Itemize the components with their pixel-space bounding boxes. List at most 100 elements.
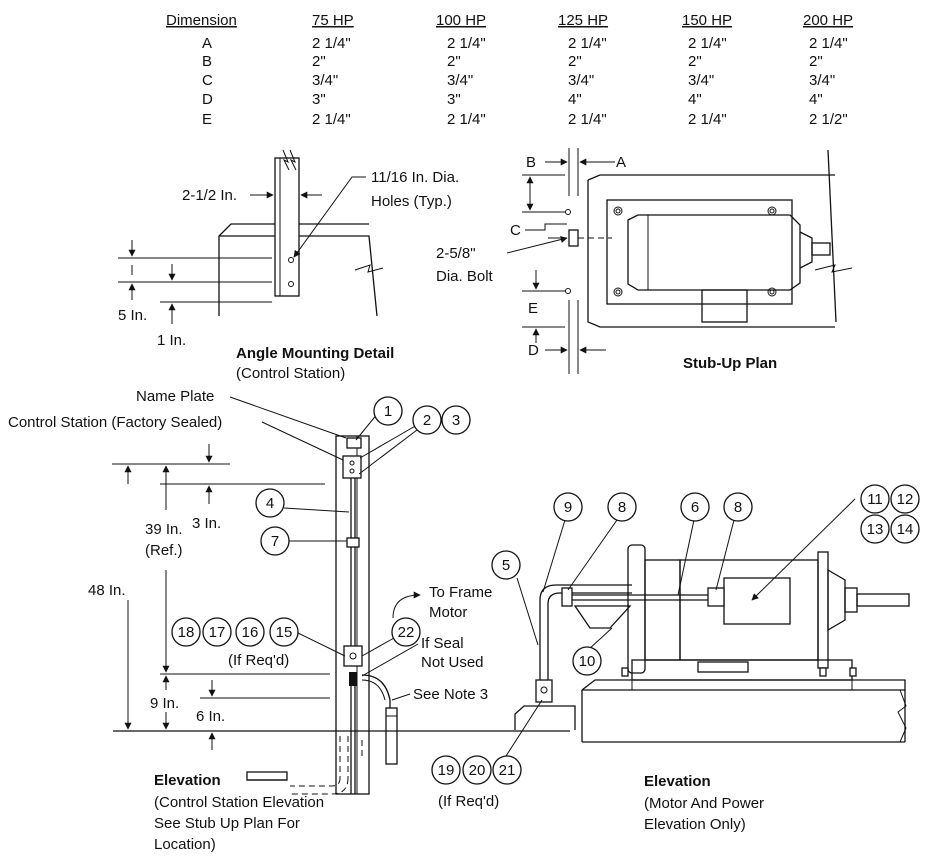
svg-text:7: 7 [271, 533, 279, 550]
svg-text:10: 10 [579, 653, 596, 670]
dim-6-label: 6 In. [196, 708, 225, 725]
table-cell: D [202, 91, 213, 108]
table-cell: 2" [809, 53, 823, 70]
table-cell: 4" [809, 91, 823, 108]
mounting-channel [335, 435, 370, 795]
conduit-box [701, 289, 748, 323]
table-header-75hp: 75 HP [312, 12, 354, 29]
svg-text:12: 12 [897, 491, 914, 508]
bolt-label-line1: 2-5/8" [436, 245, 476, 262]
svg-text:15: 15 [276, 624, 293, 641]
width-dimension-label: 2-1/2 In. [182, 187, 237, 204]
control-elevation-caption-line3: Location) [154, 836, 216, 853]
coupling [346, 537, 360, 548]
svg-text:14: 14 [897, 521, 914, 538]
if-seal-label-line1: If Seal [421, 635, 464, 652]
conduit-bracket [573, 605, 632, 629]
table-cell: 4" [688, 91, 702, 108]
table-cell: 3/4" [447, 72, 473, 89]
table-cell: 3/4" [809, 72, 835, 89]
table-cell: B [202, 53, 212, 70]
break-line [354, 264, 384, 273]
callout-1: 1 [373, 396, 403, 426]
holes-label-line1: 11/16 In. Dia. [371, 169, 459, 186]
svg-text:16: 16 [242, 624, 259, 641]
stub-hole [565, 288, 571, 294]
table-cell: 2 1/4" [312, 111, 351, 128]
table-header-200hp: 200 HP [803, 12, 853, 29]
table-cell: 3/4" [312, 72, 338, 89]
dimension-table: Dimension 75 HP 100 HP 125 HP 150 HP 200… [166, 12, 853, 128]
control-elevation-caption-line1: (Control Station Elevation [154, 794, 324, 811]
dim-a-label: A [616, 154, 626, 171]
motor-elevation-caption-line2: Elevation Only) [644, 816, 746, 833]
if-req-label-left: (If Req'd) [228, 652, 289, 669]
motor-elevation-caption-line1: (Motor And Power [644, 795, 764, 812]
svg-text:8: 8 [734, 499, 742, 516]
motor-base-rail [631, 659, 853, 681]
stub-plan-title: Stub-Up Plan [683, 355, 777, 372]
if-seal-label-line2: Not Used [421, 654, 484, 671]
table-header-125hp: 125 HP [558, 12, 608, 29]
table-row: B 2" 2" 2" 2" 2" [202, 53, 823, 70]
callout-13: 13 [860, 514, 890, 544]
stub-up-plan: A B C 2-5/8" Dia. Bolt E D Stub-Up Plan [436, 148, 853, 374]
table-cell: 3/4" [688, 72, 714, 89]
dim-1in-label: 1 In. [157, 332, 186, 349]
seal-fitting [343, 645, 363, 667]
svg-text:19: 19 [438, 762, 455, 779]
to-frame-arrow [392, 591, 421, 619]
flex-fitting [349, 672, 357, 686]
break-line [814, 264, 853, 273]
table-row: E 2 1/4" 2 1/4" 2 1/4" 2 1/4" 2 1/2" [202, 111, 848, 128]
control-elevation-title: Elevation [154, 772, 221, 789]
table-cell: 2 1/4" [809, 35, 848, 52]
callout-9: 9 [553, 492, 583, 522]
svg-text:5: 5 [502, 557, 510, 574]
dim-39-label-line2: (Ref.) [145, 542, 183, 559]
conduit-coupling [561, 587, 573, 607]
svg-text:18: 18 [178, 624, 195, 641]
table-cell: 2 1/4" [688, 35, 727, 52]
dim-48-label: 48 In. [88, 582, 126, 599]
callout-12: 12 [890, 484, 920, 514]
table-cell: C [202, 72, 213, 89]
control-station-elevation: 48 In. 39 In. (Ref.) 3 In. 9 In. 6 In. N… [8, 388, 570, 853]
svg-text:20: 20 [469, 762, 486, 779]
motor-elevation: (If Req'd) Elevation (Motor And Power El… [438, 498, 910, 833]
table-row: A 2 1/4" 2 1/4" 2 1/4" 2 1/4" 2 1/4" [202, 35, 848, 52]
dim-39-label-line1: 39 In. [145, 521, 183, 538]
table-cell: 4" [568, 91, 582, 108]
seal-fitting-motor [535, 679, 553, 703]
dim-e-label: E [528, 300, 538, 317]
callout-3: 3 [441, 405, 471, 435]
table-cell: 2 1/4" [688, 111, 727, 128]
dim-b-label: B [526, 154, 536, 171]
callout-8a: 8 [607, 492, 637, 522]
svg-text:1: 1 [384, 403, 392, 420]
svg-text:8: 8 [618, 499, 626, 516]
motor-elevation-title: Elevation [644, 773, 711, 790]
control-station-label: Control Station (Factory Sealed) [8, 414, 222, 431]
callout-2: 2 [412, 405, 442, 435]
break-line [282, 149, 290, 171]
callout-14: 14 [890, 514, 920, 544]
angle-detail-title: Angle Mounting Detail [236, 345, 394, 362]
table-cell: 2 1/2" [809, 111, 848, 128]
callout-11: 11 [860, 484, 890, 514]
angle-mounting-detail: 2-1/2 In. 11/16 In. Dia. Holes (Typ.) 5 … [118, 149, 459, 382]
to-frame-label-line2: Motor [429, 604, 467, 621]
callout-15: 15 [269, 617, 299, 647]
callout-8b: 8 [723, 492, 753, 522]
callout-19: 19 [431, 755, 461, 785]
table-row: C 3/4" 3/4" 3/4" 3/4" 3/4" [202, 72, 835, 89]
dim-3-label: 3 In. [192, 515, 221, 532]
conduit-connector [707, 587, 725, 607]
callout-17: 17 [202, 617, 232, 647]
table-cell: 2" [688, 53, 702, 70]
table-cell: 2 1/4" [568, 111, 607, 128]
mounting-hole [288, 281, 294, 287]
table-cell: 2" [447, 53, 461, 70]
motor-shaft [856, 593, 910, 607]
motor-flange [627, 544, 646, 674]
